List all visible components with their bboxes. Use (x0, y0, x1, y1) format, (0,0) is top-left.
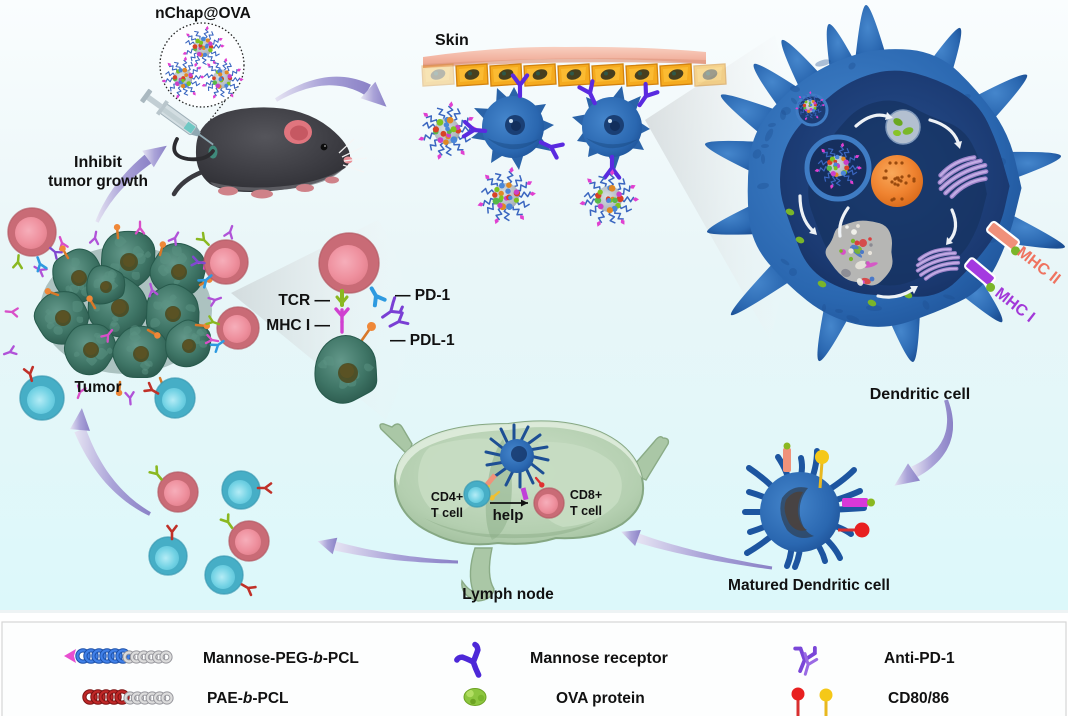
svg-text:Inhibit: Inhibit (74, 154, 123, 171)
svg-text:CD4+: CD4+ (431, 490, 463, 504)
svg-text:Dendritic cell: Dendritic cell (870, 386, 970, 403)
svg-text:tumor growth: tumor growth (48, 173, 148, 190)
svg-text:TCR —: TCR — (278, 292, 330, 309)
svg-text:Anti-PD-1: Anti-PD-1 (884, 650, 955, 667)
svg-text:CD80/86: CD80/86 (888, 690, 950, 707)
svg-text:Mannose receptor: Mannose receptor (530, 650, 668, 667)
svg-text:Lymph node: Lymph node (462, 586, 554, 603)
svg-text:Mannose-PEG-b-PCL: Mannose-PEG-b-PCL (203, 650, 359, 667)
svg-text:T cell: T cell (570, 504, 602, 518)
svg-text:T cell: T cell (431, 506, 463, 520)
svg-text:Matured Dendritic cell: Matured Dendritic cell (728, 577, 890, 594)
svg-text:MHC I —: MHC I — (266, 317, 330, 334)
svg-text:PAE-b-PCL: PAE-b-PCL (207, 690, 289, 707)
svg-text:Skin: Skin (435, 32, 469, 49)
svg-text:CD8+: CD8+ (570, 488, 602, 502)
svg-text:OVA protein: OVA protein (556, 690, 645, 707)
svg-text:— PD-1: — PD-1 (395, 287, 451, 304)
svg-text:— PDL-1: — PDL-1 (390, 332, 455, 349)
svg-text:help: help (493, 507, 524, 524)
svg-text:Tumor: Tumor (74, 379, 121, 396)
svg-text:nChap@OVA: nChap@OVA (155, 5, 251, 22)
